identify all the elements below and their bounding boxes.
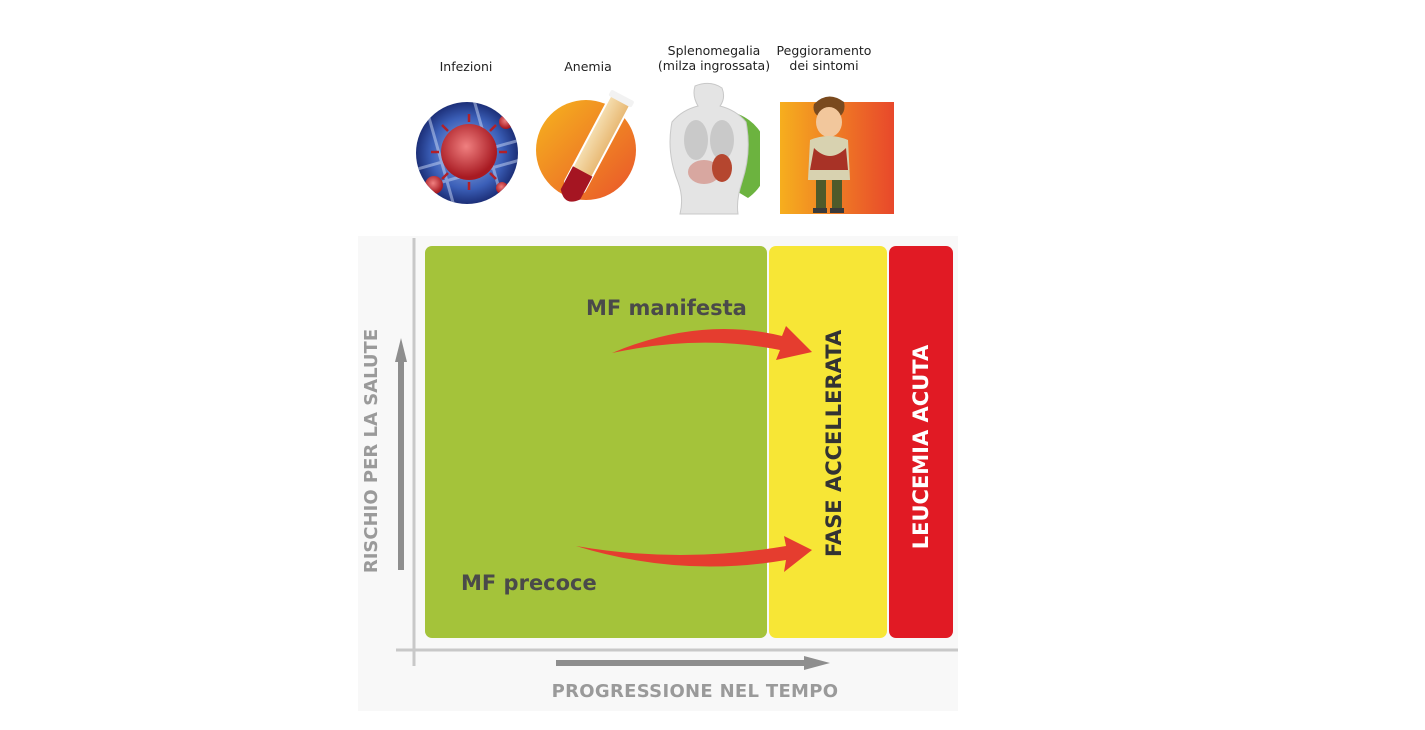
label-splenomegalia: Splenomegalia (milza ingrossata)	[648, 43, 780, 73]
arrow-mf-manifesta	[612, 326, 812, 360]
label-leucemia-acuta: LEUCEMIA ACUTA	[909, 344, 933, 550]
virus-icon	[416, 102, 518, 204]
sick-man-icon	[780, 96, 894, 214]
label-peggioramento: Peggioramento dei sintomi	[772, 43, 876, 73]
phase-box-mf	[425, 246, 767, 638]
label-splenomegalia-line2: (milza ingrossata)	[657, 58, 771, 73]
x-arrow	[556, 656, 830, 670]
label-fase-accellerata: FASE ACCELLERATA	[822, 329, 846, 557]
x-axis-label: PROGRESSIONE NEL TEMPO	[551, 681, 839, 702]
phase-box-fase-accellerata	[769, 246, 887, 638]
label-mf-precoce: MF precoce	[461, 571, 597, 595]
label-anemia: Anemia	[564, 59, 612, 74]
label-infezioni: Infezioni	[439, 59, 493, 74]
label-splenomegalia-line1: Splenomegalia	[667, 43, 761, 58]
y-arrow	[395, 338, 407, 570]
torso-spleen-icon	[669, 82, 760, 215]
arrow-mf-precoce	[576, 536, 812, 572]
phase-box-leucemia-acuta	[889, 246, 953, 638]
blood-tube-icon	[536, 90, 636, 202]
label-mf-manifesta: MF manifesta	[586, 296, 747, 320]
label-peggioramento-line2: dei sintomi	[789, 58, 859, 73]
label-peggioramento-line1: Peggioramento	[776, 43, 872, 58]
y-axis-label: RISCHIO PER LA SALUTE	[361, 328, 382, 574]
